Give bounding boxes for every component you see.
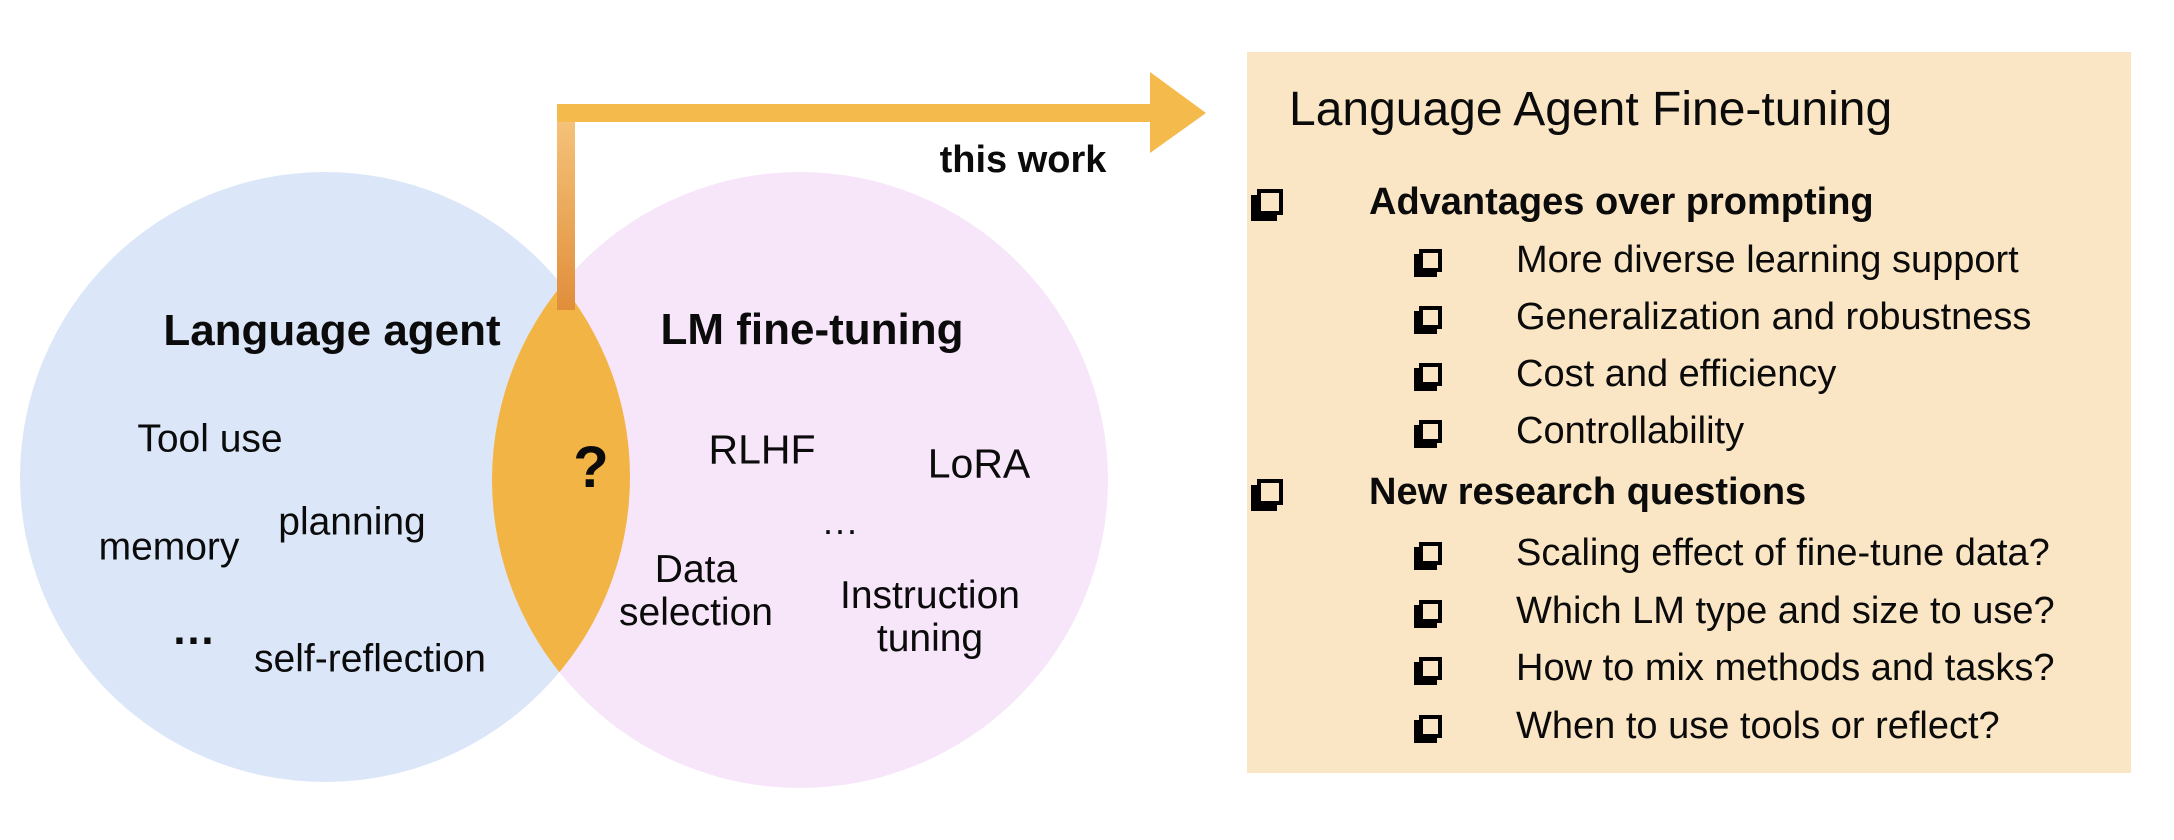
- item-label: More diverse learning support: [1516, 238, 2019, 281]
- panel-item: Cost and efficiency: [1419, 346, 1836, 402]
- checkbox-bullet-icon: [1419, 599, 1442, 623]
- checkbox-bullet-icon: [1257, 189, 1283, 215]
- right-item-instruction-tuning: Instruction tuning: [840, 574, 1020, 660]
- checkbox-bullet-icon: [1419, 305, 1442, 329]
- left-item-tool-use: Tool use: [137, 417, 283, 461]
- checkbox-bullet-icon: [1419, 541, 1442, 565]
- arrow-head-icon: [1150, 72, 1206, 153]
- panel-item: More diverse learning support: [1419, 232, 2019, 288]
- arrow-vertical-segment: [557, 104, 575, 310]
- left-circle: [20, 172, 630, 782]
- right-item-data-selection: Data selection: [619, 548, 773, 634]
- checkbox-bullet-icon: [1419, 656, 1442, 680]
- panel-section-advantages: Advantages over prompting: [1257, 174, 1874, 230]
- intersection-question-mark: ?: [573, 435, 609, 501]
- panel-item: Controllability: [1419, 403, 1744, 459]
- fine-tuning-panel: Language Agent Fine-tuning Advantages ov…: [1247, 52, 2131, 773]
- right-circle-label: LM fine-tuning: [660, 304, 964, 354]
- panel-item: Which LM type and size to use?: [1419, 583, 2055, 639]
- item-label: Generalization and robustness: [1516, 295, 2032, 338]
- left-item-memory: memory: [98, 525, 240, 569]
- right-item-lora: LoRA: [927, 440, 1031, 487]
- arrow-horizontal-segment: [557, 104, 1150, 122]
- item-label: Which LM type and size to use?: [1516, 589, 2055, 632]
- left-item-planning: planning: [278, 500, 426, 544]
- left-item-self-reflection: self-reflection: [254, 637, 486, 681]
- panel-item: How to mix methods and tasks?: [1419, 640, 2055, 696]
- checkbox-bullet-icon: [1419, 714, 1442, 738]
- left-item-ellipsis: …: [171, 604, 221, 654]
- panel-item: Scaling effect of fine-tune data?: [1419, 525, 2050, 581]
- section-label: New research questions: [1369, 470, 1807, 513]
- item-label: When to use tools or reflect?: [1516, 704, 2000, 747]
- checkbox-bullet-icon: [1419, 362, 1442, 386]
- checkbox-bullet-icon: [1419, 248, 1442, 272]
- checkbox-bullet-icon: [1257, 479, 1283, 505]
- item-label: Controllability: [1516, 409, 1745, 452]
- right-circle: [492, 172, 1108, 788]
- item-label: Scaling effect of fine-tune data?: [1516, 531, 2050, 574]
- item-label: Cost and efficiency: [1516, 352, 1837, 395]
- panel-title: Language Agent Fine-tuning: [1289, 83, 1893, 136]
- panel-item: Generalization and robustness: [1419, 289, 2031, 345]
- item-label: How to mix methods and tasks?: [1516, 646, 2055, 689]
- left-circle-label: Language agent: [163, 305, 501, 355]
- section-label: Advantages over prompting: [1369, 180, 1874, 223]
- right-item-ellipsis: ...: [822, 501, 860, 543]
- this-work-label: this work: [939, 139, 1107, 182]
- right-item-rlhf: RLHF: [708, 426, 816, 473]
- panel-section-questions: New research questions: [1257, 464, 1806, 520]
- checkbox-bullet-icon: [1419, 419, 1442, 443]
- panel-item: When to use tools or reflect?: [1419, 698, 2000, 754]
